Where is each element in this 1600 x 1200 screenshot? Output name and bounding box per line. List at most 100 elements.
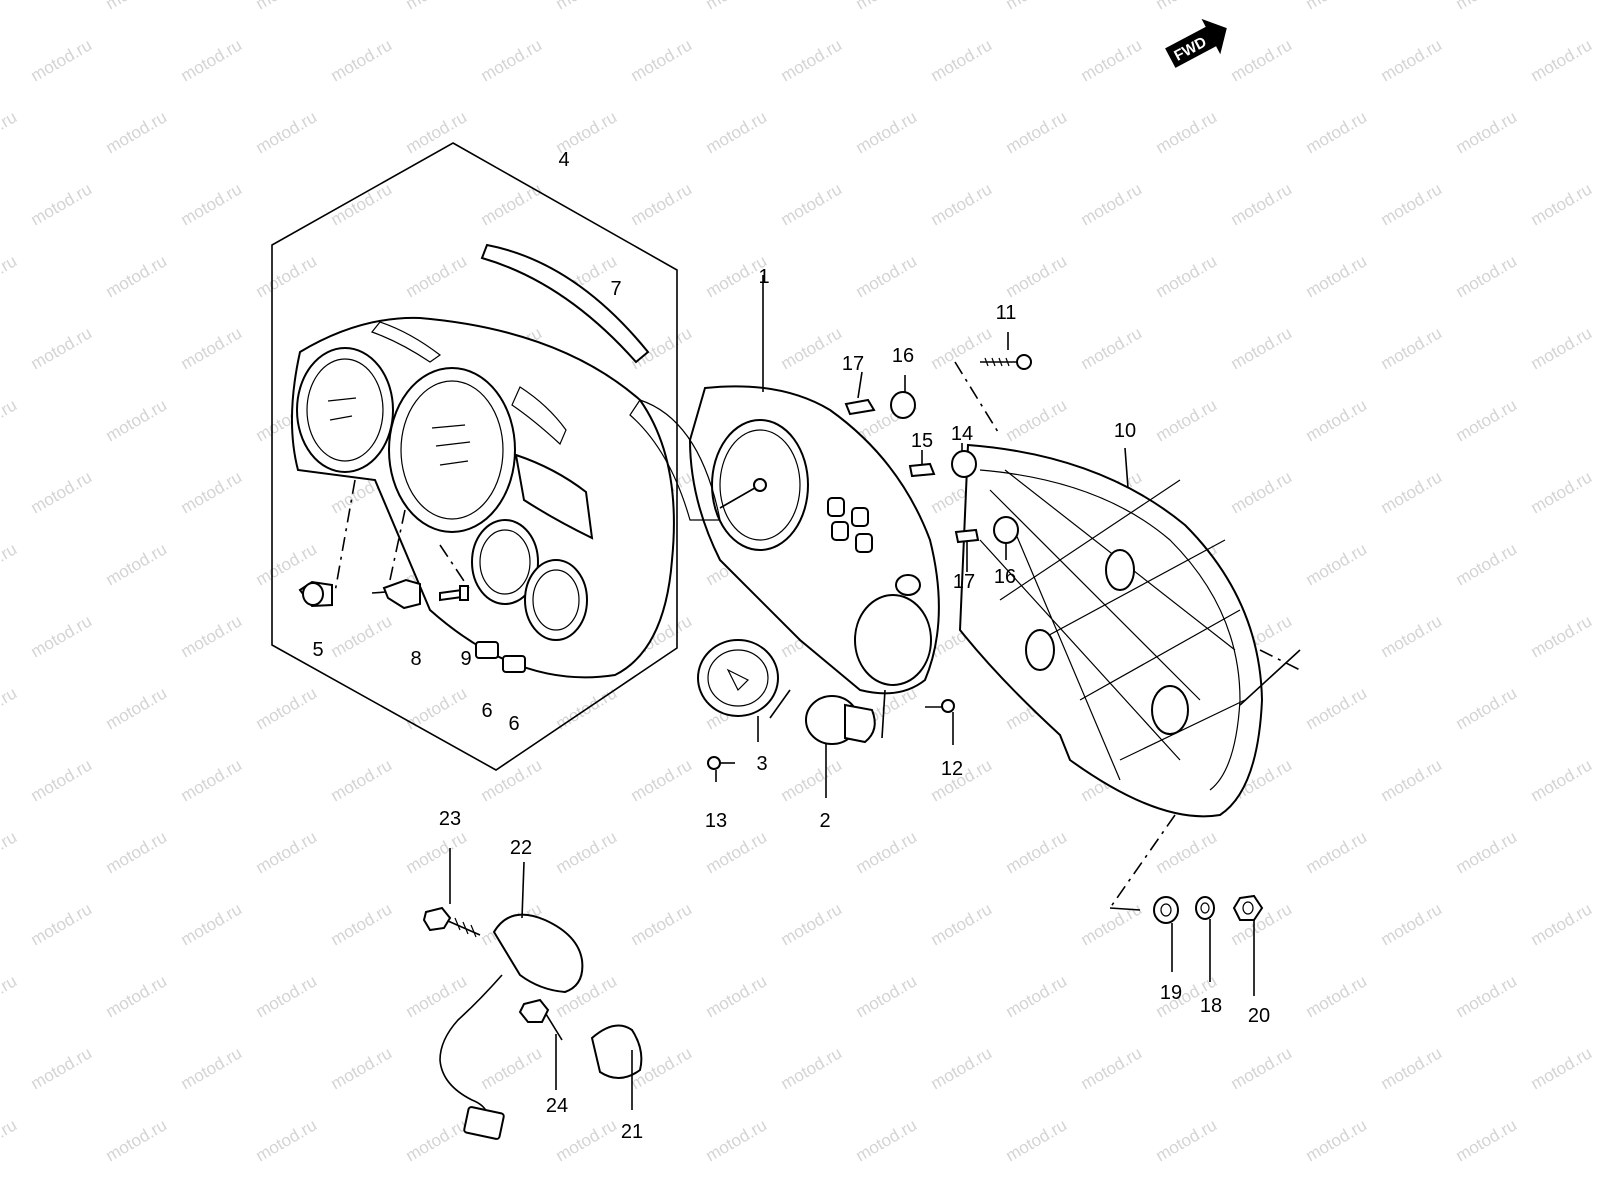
watermark-text: motod.ru bbox=[403, 251, 471, 301]
part-21-rotor bbox=[590, 1024, 643, 1079]
part-11-screw bbox=[954, 332, 1032, 433]
callout-labels: 4 7 1 11 17 16 10 15 14 17 16 5 8 9 6 6 … bbox=[312, 149, 1270, 1143]
part-14-socket bbox=[951, 450, 977, 478]
watermark-text: motod.ru bbox=[928, 899, 996, 949]
watermark-text: motod.ru bbox=[253, 251, 321, 301]
watermark-text: motod.ru bbox=[1378, 899, 1446, 949]
watermark-text: motod.ru bbox=[628, 899, 696, 949]
part-23-bolt bbox=[422, 906, 452, 932]
watermark-text: motod.ru bbox=[1153, 0, 1221, 13]
callout-2: 2 bbox=[819, 810, 830, 832]
watermark-text: motod.ru bbox=[328, 611, 396, 661]
watermark-text: motod.ru bbox=[778, 323, 846, 373]
watermark-text: motod.ru bbox=[1303, 1115, 1371, 1165]
watermark-text: motod.ru bbox=[103, 395, 171, 445]
watermark-text: motod.ru bbox=[1453, 251, 1521, 301]
watermark-text: motod.ru bbox=[253, 971, 321, 1021]
watermark-text: motod.ru bbox=[103, 971, 171, 1021]
watermark-text: motod.ru bbox=[1453, 971, 1521, 1021]
watermark-text: motod.ru bbox=[403, 0, 471, 13]
watermark-text: motod.ru bbox=[253, 683, 321, 733]
watermark-text: motod.ru bbox=[1078, 1043, 1146, 1093]
part-13-screw bbox=[707, 756, 735, 782]
watermark-text: motod.ru bbox=[1303, 683, 1371, 733]
callout-10: 10 bbox=[1114, 420, 1136, 442]
callout-18: 18 bbox=[1200, 995, 1222, 1017]
watermark-text: motod.ru bbox=[28, 323, 96, 373]
callout-13: 13 bbox=[705, 810, 727, 832]
watermark-text: motod.ru bbox=[853, 827, 921, 877]
watermark-text: motod.ru bbox=[1453, 827, 1521, 877]
watermark-text: motod.ru bbox=[1303, 0, 1371, 13]
watermark-text: motod.ru bbox=[253, 827, 321, 877]
watermark-text: motod.ru bbox=[328, 755, 396, 805]
watermark-text: motod.ru bbox=[1078, 179, 1146, 229]
watermark-text: motod.ru bbox=[103, 0, 171, 13]
watermark-text: motod.ru bbox=[103, 827, 171, 877]
watermark-text: motod.ru bbox=[1528, 755, 1596, 805]
part-17-bulb-bottom bbox=[954, 528, 980, 544]
watermark-text: motod.ru bbox=[28, 755, 96, 805]
callout-15: 15 bbox=[911, 430, 933, 452]
watermark-text: motod.ru bbox=[1003, 395, 1071, 445]
watermark-text: motod.ru bbox=[703, 827, 771, 877]
watermark-text: motod.ru bbox=[403, 971, 471, 1021]
part-16-socket-top bbox=[890, 391, 916, 419]
watermark-text: motod.ru bbox=[928, 35, 996, 85]
callout-11: 11 bbox=[996, 302, 1017, 324]
hardware-18-20 bbox=[1153, 894, 1264, 996]
watermark-text: motod.ru bbox=[1378, 1043, 1446, 1093]
watermark-text: motod.ru bbox=[1153, 107, 1221, 157]
part-10-rear-cover bbox=[958, 443, 1301, 911]
watermark-text: motod.ru bbox=[103, 107, 171, 157]
watermark-text: motod.ru bbox=[0, 0, 20, 13]
callout-1: 1 bbox=[758, 266, 769, 288]
callout-20: 20 bbox=[1248, 1005, 1270, 1027]
callout-9: 9 bbox=[460, 648, 471, 670]
watermark-text: motod.ru bbox=[628, 35, 696, 85]
watermark-text: motod.ru bbox=[1528, 899, 1596, 949]
watermark-text: motod.ru bbox=[1528, 467, 1596, 517]
watermark-text: motod.ru bbox=[178, 323, 246, 373]
watermark-text: motod.ru bbox=[28, 467, 96, 517]
watermark-text: motod.ru bbox=[1528, 323, 1596, 373]
callout-17-top: 17 bbox=[842, 353, 864, 375]
watermark-text: motod.ru bbox=[1153, 1115, 1221, 1165]
watermark-text: motod.ru bbox=[1303, 395, 1371, 445]
watermark-text: motod.ru bbox=[0, 251, 20, 301]
watermark-text: motod.ru bbox=[1378, 755, 1446, 805]
watermark-text: motod.ru bbox=[1453, 107, 1521, 157]
watermark-text: motod.ru bbox=[178, 467, 246, 517]
watermark-text: motod.ru bbox=[778, 179, 846, 229]
watermark-text: motod.ru bbox=[28, 899, 96, 949]
part-22-sensor bbox=[492, 913, 584, 994]
callout-4: 4 bbox=[558, 149, 569, 171]
watermark-text: motod.ru bbox=[703, 107, 771, 157]
watermark-text: motod.ru bbox=[1453, 683, 1521, 733]
meter-assembly-group bbox=[629, 275, 940, 719]
watermark-text: motod.ru bbox=[1528, 179, 1596, 229]
watermark-text: motod.ru bbox=[1078, 899, 1146, 949]
watermark-text: motod.ru bbox=[1003, 0, 1071, 13]
watermark-text: motod.ru bbox=[1528, 1043, 1596, 1093]
part-3-gauge bbox=[697, 639, 779, 742]
watermark-text: motod.ru bbox=[1228, 35, 1296, 85]
watermark-text: motod.ru bbox=[553, 1115, 621, 1165]
watermark-text: motod.ru bbox=[1153, 395, 1221, 445]
watermark-text: motod.ru bbox=[178, 179, 246, 229]
watermark-text: motod.ru bbox=[853, 1115, 921, 1165]
watermark-text: motod.ru bbox=[1303, 971, 1371, 1021]
part-16-socket-bottom bbox=[993, 516, 1019, 544]
meter-case-group bbox=[271, 142, 678, 771]
watermark-text: motod.ru bbox=[1003, 1115, 1071, 1165]
watermark-text: motod.ru bbox=[28, 35, 96, 85]
callout-6-a: 6 bbox=[481, 700, 492, 722]
watermark-text: motod.ru bbox=[703, 0, 771, 13]
watermark-text: motod.ru bbox=[1303, 107, 1371, 157]
watermark-text: motod.ru bbox=[628, 179, 696, 229]
watermark-text: motod.ru bbox=[1003, 971, 1071, 1021]
callout-16-bottom: 16 bbox=[994, 566, 1016, 588]
part-18-washer bbox=[1195, 896, 1215, 920]
watermark-text: motod.ru bbox=[778, 755, 846, 805]
